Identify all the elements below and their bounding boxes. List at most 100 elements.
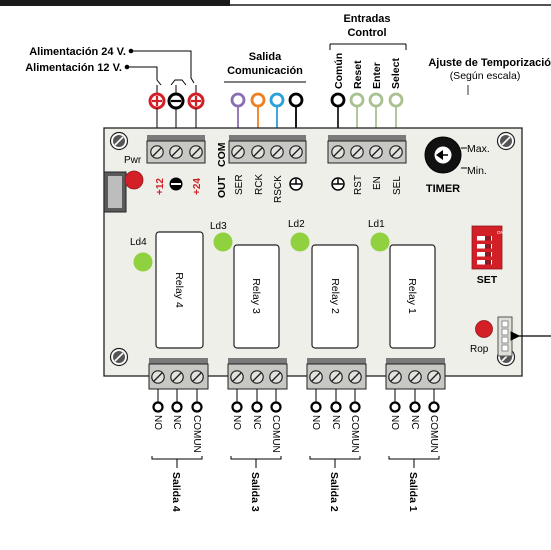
out3-no: NO xyxy=(231,415,242,430)
out2-nc: NC xyxy=(330,415,341,429)
ground-symbol-icon xyxy=(169,177,183,191)
input-common-label: Común xyxy=(333,53,345,89)
out4-no: NO xyxy=(152,415,163,430)
reset-terminal-icon xyxy=(349,92,365,108)
pwr-label: Pwr xyxy=(124,155,142,166)
output-terminal-block-1 xyxy=(385,358,446,390)
side-connector xyxy=(103,171,127,213)
rst-pin-label: RST xyxy=(353,175,364,195)
comm-ground-symbol-icon xyxy=(289,177,303,191)
output-terminal-block-3 xyxy=(227,358,288,390)
ser-pin-label: SER xyxy=(234,174,245,195)
power-terminal-block xyxy=(146,135,206,164)
inputs-group: Entradas Control Común Reset Enter Selec… xyxy=(329,13,407,133)
mount-hole-icon xyxy=(496,131,516,151)
comms-group: Salida Comunicación xyxy=(224,51,306,133)
plus12-label: +12 xyxy=(155,178,166,195)
select-terminal-icon xyxy=(388,92,404,108)
timer-title: Ajuste de Temporización xyxy=(428,57,551,69)
common-terminal-icon xyxy=(330,92,346,108)
set-label: SET xyxy=(477,274,498,286)
plus-24-terminal-icon xyxy=(187,92,205,128)
out1-nc: NC xyxy=(409,415,420,429)
salida-1-label: Salida 1 xyxy=(407,472,419,512)
output-terminal-block-4 xyxy=(148,358,209,390)
input-ground-symbol-icon xyxy=(331,177,345,191)
output-wires xyxy=(157,389,435,402)
output-pin-labels-2: NO NC COMUN xyxy=(310,415,360,453)
output-pin-labels-1: NO NC COMUN xyxy=(389,415,439,453)
salida-2-label: Salida 2 xyxy=(328,472,340,512)
comms-title-2: Comunicación xyxy=(227,65,303,77)
timer-subtitle: (Según escala) xyxy=(450,70,521,82)
timer-min-label: Min. xyxy=(467,165,487,177)
timer-max-label: Max. xyxy=(467,143,490,155)
ld2-led xyxy=(290,232,310,252)
ld4-led xyxy=(133,252,153,272)
timer-name: TIMER xyxy=(426,183,460,195)
plus24-label: +24 xyxy=(192,178,203,195)
gnd-comm-terminal-icon xyxy=(288,92,304,108)
comm-terminal-block xyxy=(228,135,307,164)
comms-title-1: Salida xyxy=(249,51,282,63)
ld3-label: Ld3 xyxy=(210,221,227,232)
rsck-terminal-icon xyxy=(269,92,285,108)
output-pin-labels-3: NO NC COMUN xyxy=(231,415,281,453)
relay-2: Relay 2 xyxy=(311,244,359,349)
header-strip xyxy=(0,0,230,6)
out1-comun: COMUN xyxy=(428,415,439,453)
relay-4-label: Relay 4 xyxy=(173,272,185,308)
sel-pin-label: SEL xyxy=(392,176,403,195)
ld1-label: Ld1 xyxy=(368,219,385,230)
inputs-terminal-block xyxy=(327,135,407,164)
plus-12-terminal-icon xyxy=(148,92,166,128)
timer-potentiometer[interactable] xyxy=(424,136,462,174)
out3-comun: COMUN xyxy=(270,415,281,453)
mount-hole-icon xyxy=(109,131,129,151)
relay-3: Relay 3 xyxy=(233,244,280,349)
ser-terminal-icon xyxy=(230,92,246,108)
relay-1-label: Relay 1 xyxy=(406,278,418,314)
timer-annotation: Ajuste de Temporización (Según escala) xyxy=(428,57,551,82)
inputs-title-1: Entradas xyxy=(343,13,390,25)
rop-led xyxy=(475,320,493,338)
ld1-led xyxy=(370,232,390,252)
input-reset-label: Reset xyxy=(352,60,364,89)
rop-label: Rop xyxy=(470,344,489,355)
dip-on-label: ON xyxy=(497,230,504,235)
salida-3-label: Salida 3 xyxy=(249,472,261,512)
rsck-pin-label: RSCK xyxy=(273,175,284,203)
out4-comun: COMUN xyxy=(191,415,202,453)
relay-2-label: Relay 2 xyxy=(329,278,341,314)
ld2-label: Ld2 xyxy=(288,219,305,230)
ld3-led xyxy=(213,232,233,252)
ground-terminal-icon xyxy=(167,92,185,128)
output-terminal-block-2 xyxy=(306,358,367,390)
rck-terminal-icon xyxy=(250,92,266,108)
rop-header-connector xyxy=(497,316,513,357)
dip-switch[interactable]: ON xyxy=(471,225,504,270)
out-label: OUT xyxy=(216,175,228,198)
input-enter-label: Enter xyxy=(371,62,383,89)
salida-4-label: Salida 4 xyxy=(170,472,182,512)
relay-4: Relay 4 xyxy=(155,231,204,349)
relay-3-label: Relay 3 xyxy=(250,278,262,314)
power-24v-label: Alimentación 24 V. xyxy=(29,46,126,58)
rck-pin-label: RCK xyxy=(254,174,265,195)
en-pin-label: EN xyxy=(372,176,383,190)
relay-1: Relay 1 xyxy=(389,244,436,349)
inputs-title-2: Control xyxy=(347,27,386,39)
out1-no: NO xyxy=(389,415,400,430)
power-12v-label: Alimentación 12 V. xyxy=(25,62,122,74)
pwr-led xyxy=(124,170,144,190)
mount-hole-icon xyxy=(109,347,129,367)
power-supply-group: Alimentación 24 V. Alimentación 12 V. xyxy=(25,46,205,128)
salida-brackets xyxy=(151,456,440,468)
out3-nc: NC xyxy=(251,415,262,429)
enter-terminal-icon xyxy=(368,92,384,108)
com-label: COM xyxy=(216,142,228,167)
out2-no: NO xyxy=(310,415,321,430)
ld4-label: Ld4 xyxy=(130,237,147,248)
input-select-label: Select xyxy=(390,58,402,89)
